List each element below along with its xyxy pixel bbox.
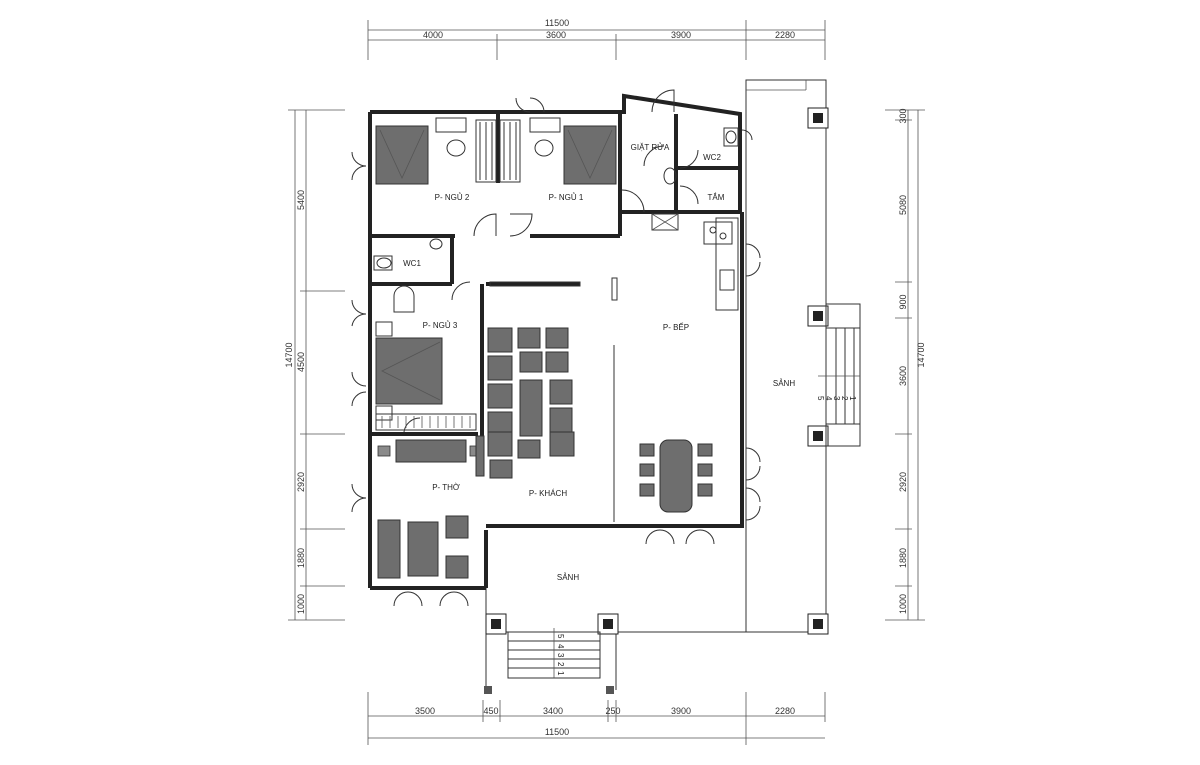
bottom-dimension-4: 250 [605, 706, 620, 716]
front-stair-step-2: 4 [556, 644, 565, 649]
stove-icon [703, 221, 733, 245]
wc1: WC1 [373, 238, 443, 271]
toilet-icon [446, 139, 466, 157]
room-label-kitchen: P- BẾP [663, 322, 689, 332]
sofa-set [377, 515, 469, 579]
kitchen-counter [715, 217, 739, 311]
left-dimension-1: 5400 [296, 190, 306, 210]
top-total-dimension: 11500 [545, 18, 569, 28]
bed [563, 125, 617, 185]
right-dimension-3: 900 [898, 294, 908, 309]
stair-step-2: 2 [840, 396, 849, 401]
washing-machine-icon [663, 167, 677, 185]
living-room: P- KHÁCH [487, 281, 581, 498]
exterior-windows [351, 129, 761, 607]
front-stairs: 5 4 3 2 1 [484, 628, 614, 694]
top-dimension-1: 4000 [423, 30, 443, 40]
room-label-altar: P- THỜ [432, 483, 460, 492]
dining-set-large [487, 327, 575, 479]
bed [375, 125, 429, 185]
nightstand [529, 117, 561, 133]
room-label-living: P- KHÁCH [529, 489, 567, 498]
columns [485, 107, 829, 635]
right-dimension-4: 3600 [898, 366, 908, 386]
stair-step-3: 3 [832, 396, 841, 401]
left-total-dimension: 14700 [284, 342, 294, 367]
toilet-bowl [376, 257, 392, 269]
room-label-bath: TẮM [708, 193, 725, 202]
left-dimension-5: 1000 [296, 594, 306, 614]
water-heater [651, 213, 679, 231]
bottom-dimension-2: 450 [483, 706, 498, 716]
right-dimension-7: 1000 [898, 594, 908, 614]
right-total-dimension: 14700 [916, 342, 926, 367]
wardrobe [475, 119, 497, 183]
right-dimension-lines: 300 5080 900 3600 2920 1880 1000 14700 [885, 108, 926, 621]
bedroom-2: P- NGỦ 2 [375, 117, 497, 202]
top-dimension-3: 3900 [671, 30, 691, 40]
cabinet [475, 435, 485, 477]
front-stair-step-3: 3 [556, 653, 565, 658]
bottom-dimension-5: 3900 [671, 706, 691, 716]
left-dimension-3: 2920 [296, 472, 306, 492]
right-dimension-6: 1880 [898, 548, 908, 568]
toilet-icon [534, 139, 554, 157]
altar-room: P- THỜ [377, 435, 485, 579]
left-dimension-lines: 5400 4500 2920 1880 1000 14700 [284, 109, 345, 621]
altar-table [395, 439, 467, 463]
dining-table [639, 439, 713, 513]
interior-walls [372, 114, 742, 522]
bottom-total-dimension: 11500 [545, 727, 569, 737]
bedroom-1: P- NGỦ 1 [499, 117, 617, 202]
toilet-bowl [725, 130, 737, 144]
right-dimension-2: 5080 [898, 195, 908, 215]
room-label-bedroom-1: P- NGỦ 1 [549, 193, 584, 202]
wardrobe [375, 413, 477, 431]
stair-step-1: 1 [848, 396, 857, 401]
right-dimension-5: 2920 [898, 472, 908, 492]
toilet-icon [723, 127, 739, 147]
room-label-hall-right: SẢNH [773, 379, 795, 388]
exterior-walls [368, 93, 744, 590]
top-dimension-2: 3600 [546, 30, 566, 40]
right-dimension-1: 300 [898, 108, 908, 123]
room-label-laundry: GIẶT RỬA [631, 143, 670, 152]
wardrobe [499, 119, 521, 183]
bottom-dimension-3: 3400 [543, 706, 563, 716]
room-label-bedroom-2: P- NGỦ 2 [435, 193, 470, 202]
left-dimension-4: 1880 [296, 548, 306, 568]
nightstand [435, 117, 467, 133]
service-area: GIẶT RỬA WC2 TẮM [631, 127, 739, 231]
room-label-wc1: WC1 [403, 259, 421, 268]
stair-step-5: 5 [816, 396, 825, 401]
stair-step-4: 4 [824, 396, 833, 401]
bedroom-3: P- NGỦ 3 [375, 285, 477, 431]
room-label-wc2: WC2 [703, 153, 721, 162]
bottom-dimension-lines: 3500 450 3400 250 3900 2280 11500 [367, 692, 826, 745]
sink-icon [429, 238, 443, 250]
nightstand [375, 321, 393, 337]
front-stair-step-4: 2 [556, 662, 565, 667]
toilet-icon [393, 285, 415, 313]
room-label-hall-front: SẢNH [557, 573, 579, 582]
room-label-bedroom-3: P- NGỦ 3 [423, 321, 458, 330]
bottom-dimension-1: 3500 [415, 706, 435, 716]
front-stair-step-5: 1 [556, 671, 565, 676]
door-swings [403, 89, 699, 433]
kitchen: P- BẾP [611, 217, 739, 513]
top-dimension-4: 2280 [775, 30, 795, 40]
bottom-dimension-6: 2280 [775, 706, 795, 716]
right-stairs: 1 2 3 4 5 [816, 303, 861, 447]
nightstand [375, 405, 393, 421]
left-dimension-2: 4500 [296, 352, 306, 372]
top-dimension-lines: 11500 4000 3600 3900 2280 [367, 18, 826, 60]
toilet-icon [373, 255, 393, 271]
sink-icon [719, 269, 735, 291]
bed [375, 337, 443, 405]
front-stair-step-1: 5 [556, 634, 565, 639]
